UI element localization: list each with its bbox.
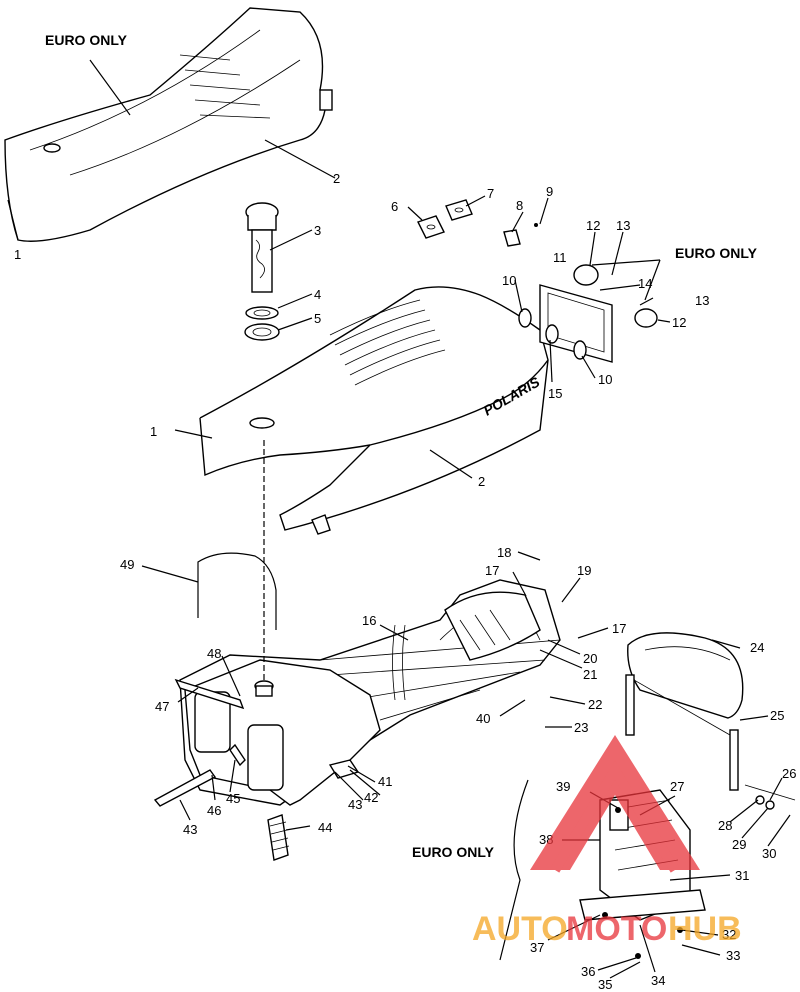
euro-only-label-right: EURO ONLY: [675, 245, 758, 261]
euro-only-label-top: EURO ONLY: [45, 32, 128, 48]
callout: 46: [207, 803, 221, 818]
callout: 8: [516, 198, 523, 213]
callout: 13: [695, 293, 709, 308]
callout: 12: [672, 315, 686, 330]
callout: 45: [226, 791, 240, 806]
fuel-cap-assembly: [244, 202, 280, 341]
callout: 10: [598, 372, 612, 387]
callout: 23: [574, 720, 588, 735]
callout: 4: [314, 287, 321, 302]
euro-only-label-lower: EURO ONLY: [412, 844, 495, 860]
callout: 2: [478, 474, 485, 489]
callout: 39: [556, 779, 570, 794]
callout: 27: [670, 779, 684, 794]
callout-numbers: 1 2 3 4 5 6 7 8 9 10 11 12 13 14 13 12 1…: [14, 171, 796, 992]
callout: 35: [598, 977, 612, 992]
callout: 31: [735, 868, 749, 883]
callout: 17: [612, 621, 626, 636]
callout: 10: [502, 273, 516, 288]
callout: 42: [364, 790, 378, 805]
callout: 36: [581, 964, 595, 979]
vent-hose: [197, 552, 277, 630]
callout: 6: [391, 199, 398, 214]
callout: 32: [722, 927, 736, 942]
callout: 3: [314, 223, 321, 238]
callout: 44: [318, 820, 332, 835]
callout: 49: [120, 557, 134, 572]
small-brackets: [417, 199, 538, 247]
watermark-text-hub: HUB: [668, 910, 742, 948]
callout: 16: [362, 613, 376, 628]
backrest-assembly: [625, 632, 796, 810]
callout: 19: [577, 563, 591, 578]
callout: 24: [750, 640, 764, 655]
callout: 26: [782, 766, 796, 781]
callout: 1: [14, 247, 21, 262]
callout: 18: [497, 545, 511, 560]
callout: 43: [348, 797, 362, 812]
rear-plate: [518, 264, 658, 363]
callout: 11: [553, 250, 567, 265]
callout: 13: [616, 218, 630, 233]
callout: 5: [314, 311, 321, 326]
callout: 41: [378, 774, 392, 789]
watermark-logo: AUTO MOTO HUB: [472, 735, 742, 948]
callout: 43: [183, 822, 197, 837]
main-seat: POLARIS: [199, 286, 549, 535]
callout: 28: [718, 818, 732, 833]
callout: 37: [530, 940, 544, 955]
callout: 48: [207, 646, 221, 661]
callout: 33: [726, 948, 740, 963]
callout: 29: [732, 837, 746, 852]
leader-lines: [7, 59, 791, 979]
watermark-text-moto: MOTO: [566, 910, 667, 948]
callout: 12: [586, 218, 600, 233]
callout: 14: [638, 276, 652, 291]
callout: 21: [583, 667, 597, 682]
callout: 30: [762, 846, 776, 861]
callout: 9: [546, 184, 553, 199]
callout: 2: [333, 171, 340, 186]
callout: 47: [155, 699, 169, 714]
watermark-triangle-outline: [550, 760, 680, 873]
watermark-text-auto: AUTO: [472, 910, 568, 948]
callout: 22: [588, 697, 602, 712]
callout: 20: [583, 651, 597, 666]
callout: 17: [485, 563, 499, 578]
callout: 40: [476, 711, 490, 726]
callout: 34: [651, 973, 665, 988]
callout: 7: [487, 186, 494, 201]
callout: 25: [770, 708, 784, 723]
callout: 1: [150, 424, 157, 439]
euro-seat-top: [4, 7, 333, 242]
callout: 15: [548, 386, 562, 401]
